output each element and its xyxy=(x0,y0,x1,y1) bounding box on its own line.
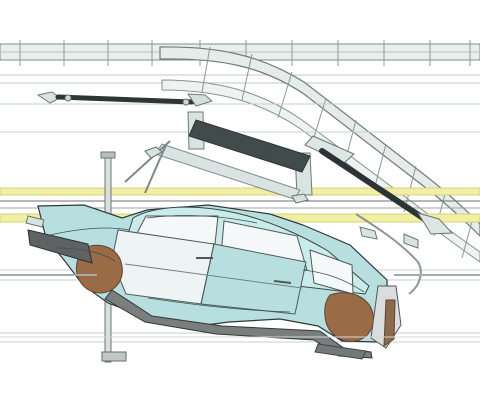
left-link-bar xyxy=(55,94,195,105)
left-hanger-joint xyxy=(187,93,214,107)
chassis-links xyxy=(0,274,480,362)
cable-loop xyxy=(355,213,422,295)
sloped-rail-outer xyxy=(159,46,480,237)
small-brackets xyxy=(25,146,419,249)
body-panel-lines xyxy=(49,215,365,313)
left-hanger-assembly xyxy=(36,91,214,107)
car-body xyxy=(27,204,402,359)
front-bumper-fixture xyxy=(27,229,93,264)
sloped-rail-inner xyxy=(161,79,480,263)
right-link-bar xyxy=(319,148,429,223)
rear-wheel-arch xyxy=(324,292,374,342)
rear-bracket xyxy=(383,299,396,347)
hanger-crossbar xyxy=(188,119,311,173)
guide-rail-upper xyxy=(0,187,480,196)
